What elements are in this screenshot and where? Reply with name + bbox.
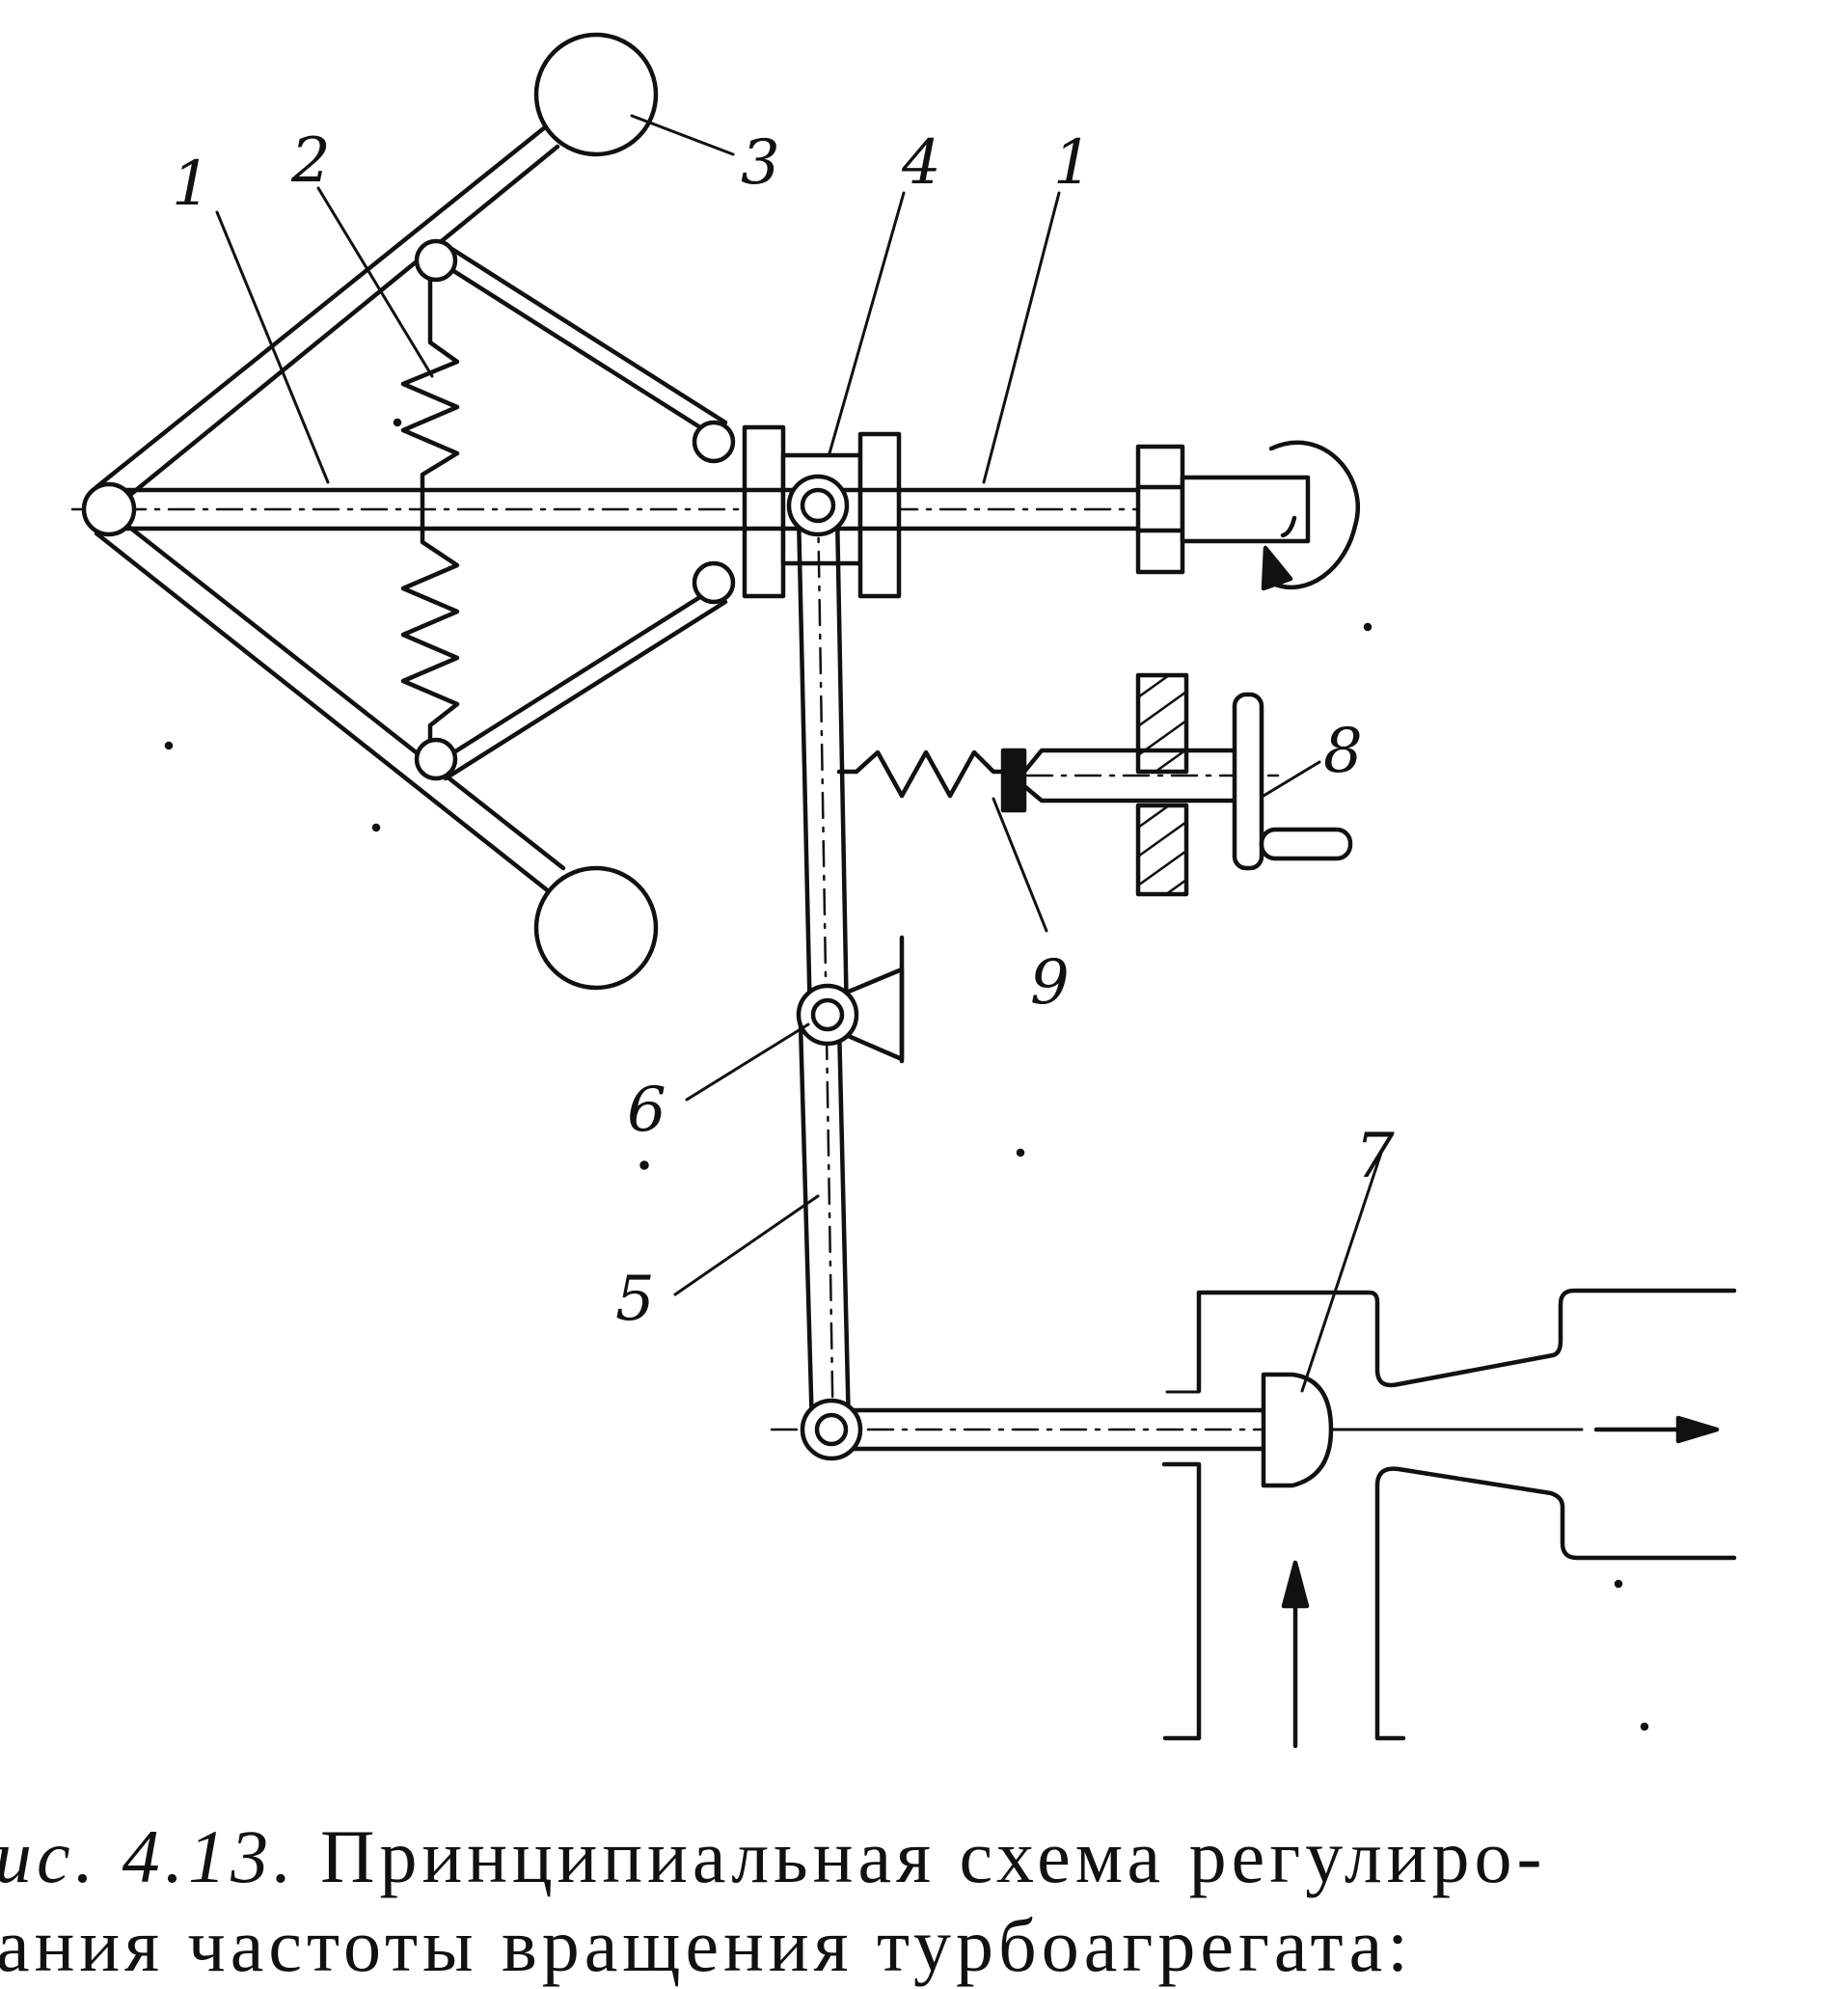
- leader-lines: [215, 114, 1383, 1393]
- fulcrum-support: [841, 935, 905, 1064]
- rotation-arrow-icon: [1261, 440, 1360, 591]
- joint-lower-left: [414, 737, 458, 781]
- adjusting-spring: [836, 749, 1020, 799]
- figure-caption-line-1: ис. 4.13. Принципиальная схема регулиро-: [0, 1813, 1842, 1900]
- flow-arrow-in-icon: [1281, 1560, 1310, 1749]
- joint-upper-left: [414, 238, 458, 283]
- label-1-left: 1: [172, 149, 211, 220]
- label-6: 6: [627, 1075, 666, 1146]
- flyweight-upper: [533, 32, 659, 157]
- joint-lower-right: [692, 560, 736, 605]
- flow-arrow-out-icon: [1593, 1415, 1720, 1444]
- sleeve-pin-inner: [800, 487, 836, 524]
- drive-coupling: [1135, 444, 1311, 575]
- caption-text-1: Принципиальная схема регулиро-: [320, 1814, 1547, 1898]
- label-5: 5: [615, 1264, 655, 1335]
- label-1-right: 1: [1053, 127, 1093, 199]
- control-lever: [796, 502, 852, 1449]
- joint-upper-right: [692, 420, 736, 464]
- governor-schematic: 1 2 3 4 1 8 9 6 5 7: [70, 32, 1737, 1749]
- label-4: 4: [901, 127, 941, 199]
- figure-caption-line-2: ания частоты вращения турбоагрегата:: [0, 1902, 1844, 1989]
- label-7: 7: [1355, 1121, 1395, 1192]
- label-9: 9: [1030, 947, 1070, 1019]
- scan-specks: [164, 418, 1649, 1731]
- adjusting-screw: [1000, 692, 1353, 871]
- label-3: 3: [741, 127, 780, 199]
- screw-housing: [1135, 672, 1189, 897]
- fulcrum-pin-inner: [810, 997, 845, 1032]
- flyweight-arms: [94, 124, 728, 895]
- main-shaft: [70, 487, 1294, 531]
- valve-plug: [1261, 1372, 1334, 1488]
- lever-bottom-pin-inner: [814, 1412, 849, 1447]
- caption-text-2: ания частоты вращения турбоагрегата:: [0, 1903, 1413, 1987]
- governor-spring: [400, 272, 460, 753]
- label-2: 2: [290, 125, 331, 197]
- figure-number: ис. 4.13.: [0, 1814, 297, 1898]
- flyweight-lower: [533, 865, 659, 991]
- label-8: 8: [1323, 716, 1363, 787]
- pivot-left: [81, 481, 137, 537]
- steam-valve-body: [1161, 1288, 1737, 1741]
